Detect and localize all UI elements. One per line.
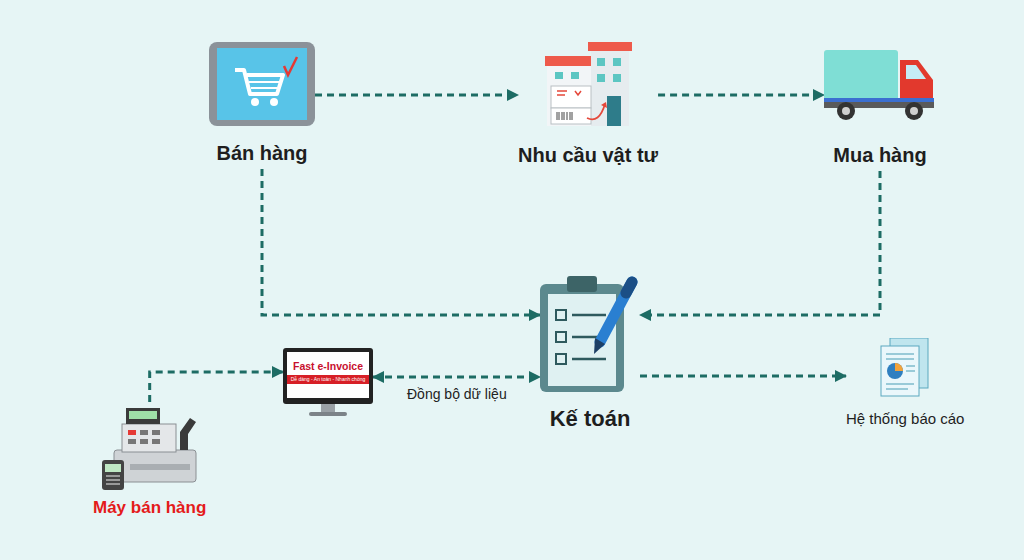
node-label: Kế toán bbox=[550, 406, 631, 431]
truck-part bbox=[837, 102, 855, 120]
clipboard-part bbox=[567, 276, 597, 292]
dashed-connector bbox=[262, 169, 540, 315]
register-part bbox=[128, 430, 136, 435]
register-icon bbox=[100, 402, 200, 492]
register-part bbox=[152, 430, 160, 435]
screen-body: Fast e-Invoice Dễ dàng - An toàn - Nhanh … bbox=[283, 348, 373, 383]
dashed-connector bbox=[658, 94, 824, 97]
node-subtitle: Dễ dàng - An toàn - Nhanh chóng bbox=[291, 377, 366, 383]
einvoice-monitor: Fast e-Invoice Dễ dàng - An toàn - Nhanh … bbox=[283, 348, 373, 418]
node-label: Mua hàng bbox=[833, 144, 926, 167]
monitor-part bbox=[287, 352, 369, 398]
register-part bbox=[180, 418, 196, 450]
node-label: Fast e-Invoice bbox=[293, 360, 363, 372]
warehouse-part bbox=[601, 102, 607, 108]
node-label: Nhu cầu vật tư bbox=[518, 144, 658, 167]
register-part bbox=[152, 439, 160, 444]
warehouse-part bbox=[571, 72, 579, 79]
clipboard-part bbox=[556, 332, 566, 342]
register-part bbox=[126, 408, 160, 424]
warehouse-part bbox=[597, 58, 605, 66]
node-label: Máy bán hàng bbox=[93, 498, 206, 518]
dashed-connector bbox=[373, 376, 540, 379]
register-part bbox=[114, 450, 196, 482]
register-part bbox=[105, 464, 121, 472]
register-part bbox=[129, 411, 157, 419]
clipboard-part bbox=[626, 282, 632, 293]
tablet-part bbox=[249, 82, 279, 88]
warehouse-part bbox=[613, 74, 621, 82]
clipboard-part bbox=[556, 310, 566, 320]
truck-part bbox=[910, 107, 918, 115]
clipboard-part bbox=[594, 338, 605, 354]
warehouse-part bbox=[551, 108, 591, 124]
truck-icon bbox=[824, 48, 936, 122]
truck-part bbox=[906, 65, 926, 79]
warehouse-part bbox=[591, 48, 629, 126]
dashed-connector bbox=[150, 372, 283, 402]
warehouse-part bbox=[588, 42, 632, 51]
register-part bbox=[140, 430, 148, 435]
monitor-icon bbox=[283, 348, 373, 418]
monitor-part bbox=[309, 412, 347, 416]
clipboard-icon bbox=[540, 276, 640, 392]
warehouse-part bbox=[613, 58, 621, 66]
tablet-icon bbox=[209, 42, 315, 126]
materials-node: Nhu cầu vật tư bbox=[518, 42, 658, 167]
clipboard-part bbox=[556, 354, 566, 364]
truck-part bbox=[842, 107, 850, 115]
report-part bbox=[895, 363, 903, 371]
warehouse-part bbox=[607, 96, 621, 126]
truck-part bbox=[900, 60, 933, 102]
tablet-part bbox=[284, 57, 297, 75]
tablet-part bbox=[235, 70, 283, 94]
tablet-part bbox=[251, 98, 259, 106]
monitor-part bbox=[283, 348, 373, 404]
warehouse-part bbox=[551, 86, 591, 108]
dashed-connector bbox=[315, 94, 518, 97]
clipboard-part bbox=[600, 282, 632, 342]
register-part bbox=[106, 476, 120, 484]
warehouse-part bbox=[587, 104, 605, 119]
warehouse-part bbox=[555, 72, 563, 79]
warehouse-part bbox=[557, 112, 572, 120]
warehouse-icon bbox=[541, 42, 636, 132]
dashed-connector bbox=[640, 171, 880, 315]
warehouse-part bbox=[557, 91, 581, 95]
clipboard-part bbox=[540, 284, 624, 392]
register-part bbox=[122, 424, 176, 452]
connector-label: Đồng bộ dữ liệu bbox=[407, 386, 507, 402]
truck-part bbox=[824, 98, 934, 102]
truck-part bbox=[905, 102, 923, 120]
monitor-part bbox=[287, 375, 369, 384]
register-part bbox=[102, 460, 124, 490]
dashed-connector bbox=[640, 375, 846, 378]
tablet-part bbox=[270, 98, 278, 106]
truck-part bbox=[824, 50, 898, 100]
register-part bbox=[140, 439, 148, 444]
register-part bbox=[128, 439, 136, 444]
register-part bbox=[130, 464, 190, 470]
accounting-node: Kế toán bbox=[540, 276, 640, 431]
tablet-part bbox=[217, 48, 307, 120]
report-part bbox=[881, 346, 919, 396]
sales-node: Bán hàng bbox=[209, 42, 315, 165]
purchasing-node: Mua hàng bbox=[824, 48, 936, 167]
report-part bbox=[887, 363, 903, 379]
tablet-part bbox=[209, 42, 315, 126]
report-part bbox=[886, 354, 915, 389]
report-node: Hệ thống báo cáo bbox=[846, 338, 964, 427]
report-icon bbox=[880, 338, 930, 398]
node-label: Bán hàng bbox=[216, 142, 307, 165]
monitor-part bbox=[321, 404, 335, 412]
node-label: Hệ thống báo cáo bbox=[846, 410, 964, 427]
pos-machine-node: Máy bán hàng bbox=[93, 402, 206, 518]
warehouse-part bbox=[597, 74, 605, 82]
